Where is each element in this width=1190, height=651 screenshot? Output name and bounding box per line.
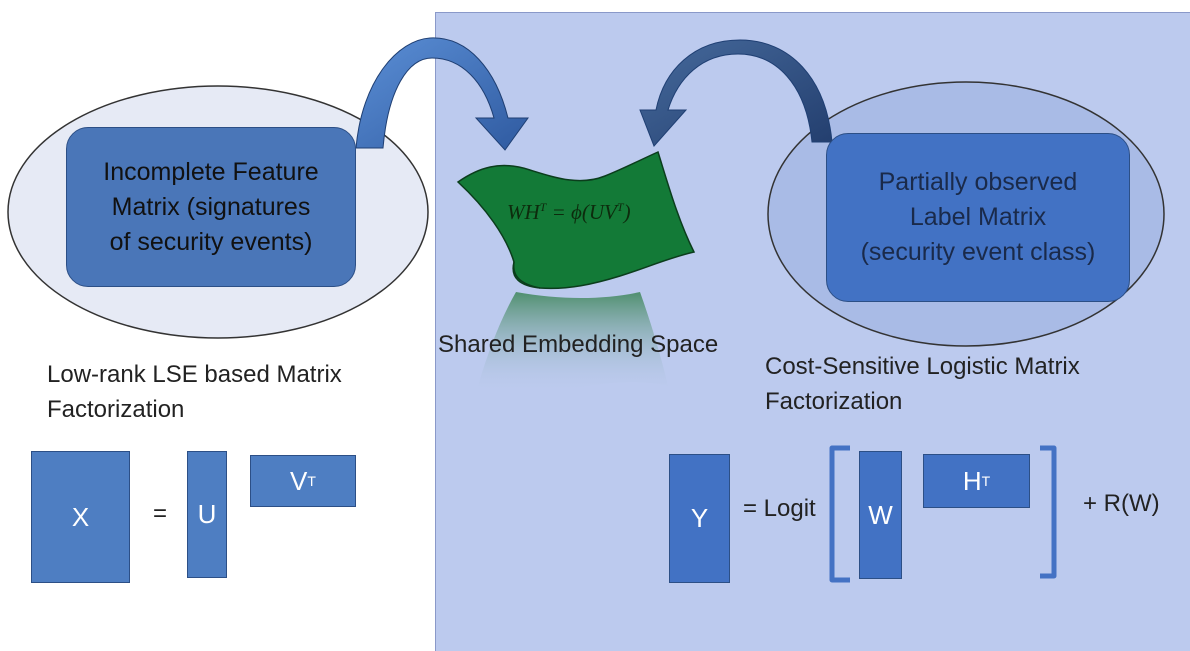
right-title-line-1: Cost-Sensitive Logistic Matrix	[765, 353, 1080, 380]
matrix-u: U	[187, 451, 227, 578]
matrix-y: Y	[669, 454, 730, 583]
shared-embedding-caption: Shared Embedding Space	[438, 331, 719, 358]
embedding-formula: WHT = ϕ(UVT)	[507, 200, 631, 225]
right-box-line-1: Partially observed	[878, 168, 1078, 196]
left-box-line-2: Matrix (signatures	[111, 192, 311, 221]
regularizer-term: + R(W)	[1083, 490, 1160, 517]
left-title-line-2: Factorization	[47, 396, 185, 423]
matrix-ht-label: H	[962, 465, 982, 496]
incomplete-feature-matrix-box: Incomplete Feature Matrix (signatures of…	[66, 127, 356, 287]
left-method-title: Low-rank LSE based Matrix Factorization	[47, 357, 342, 427]
right-title-line-2: Factorization	[765, 388, 903, 415]
partially-observed-label-matrix-box: Partially observed Label Matrix (securit…	[826, 133, 1130, 302]
surface-reflection	[478, 292, 668, 395]
right-curved-arrow	[639, 39, 833, 147]
left-box-line-1: Incomplete Feature	[103, 157, 319, 186]
left-title-line-1: Low-rank LSE based Matrix	[47, 361, 342, 388]
right-box-line-3: (security event class)	[860, 238, 1096, 266]
embedding-surface	[456, 150, 696, 290]
equals-logit: = Logit	[743, 495, 816, 522]
formula-rhs-sup: T	[616, 200, 624, 214]
formula-close: )	[623, 200, 631, 224]
matrix-ht-sup: T	[981, 473, 991, 489]
matrix-vt-sup: T	[307, 473, 316, 489]
left-box-line-3: of security events)	[109, 227, 313, 256]
right-method-title: Cost-Sensitive Logistic Matrix Factoriza…	[765, 349, 1080, 419]
logit-brackets	[829, 445, 1057, 583]
right-box-line-2: Label Matrix	[909, 203, 1047, 231]
left-bracket	[829, 445, 850, 583]
formula-lhs: WH	[507, 200, 540, 224]
left-curved-arrow	[355, 37, 529, 151]
formula-eq: = ϕ(UV	[546, 200, 617, 224]
formula-lhs-sup: T	[539, 200, 547, 214]
matrix-w: W	[859, 451, 902, 579]
left-equals-sign: =	[153, 500, 168, 527]
matrix-x: X	[31, 451, 130, 583]
right-bracket	[1040, 445, 1057, 579]
matrix-vt-label: V	[290, 465, 308, 496]
